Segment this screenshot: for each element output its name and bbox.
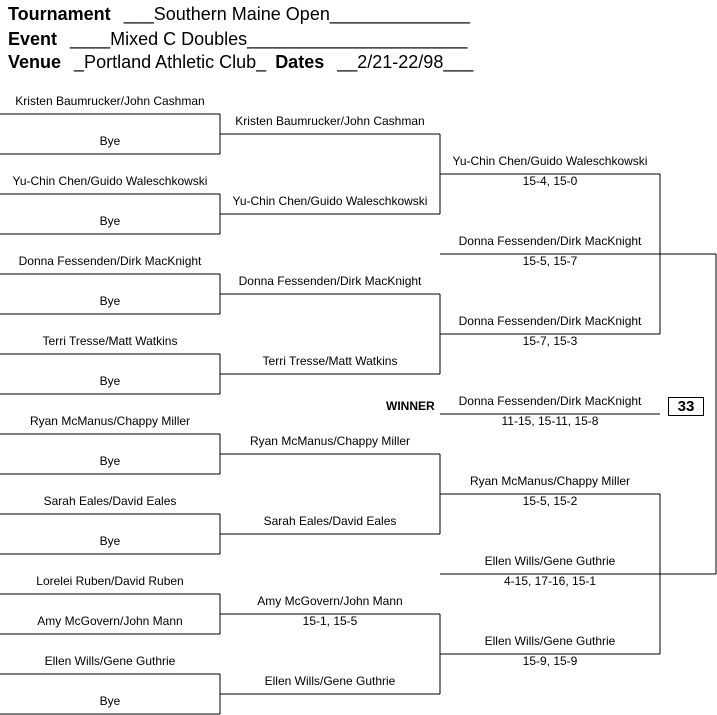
winner-number-box: 33 — [668, 397, 704, 416]
round1-entry: Terri Tresse/Matt Watkins — [42, 334, 178, 348]
round3-entry: Donna Fessenden/Dirk MacKnight — [458, 314, 642, 328]
tournament-label: Tournament — [8, 4, 111, 24]
round1-entry: Bye — [99, 454, 121, 468]
round4-score: 4-15, 17-16, 15-1 — [503, 574, 597, 588]
round3-entry: Ellen Wills/Gene Guthrie — [484, 634, 616, 648]
round1-entry: Bye — [99, 534, 121, 548]
round2-entry: Ellen Wills/Gene Guthrie — [264, 674, 396, 688]
round3-score: 15-5, 15-2 — [522, 494, 578, 508]
event-label: Event — [8, 29, 58, 49]
venue-value: _Portland Athletic Club_ — [74, 52, 267, 72]
round3-entry: Yu-Chin Chen/Guido Waleschkowski — [452, 154, 648, 168]
round4-entry: Donna Fessenden/Dirk MacKnight — [458, 234, 642, 248]
round3-entry: Ryan McManus/Chappy Miller — [469, 474, 631, 488]
winner-label: WINNER — [386, 399, 435, 413]
round1-entry: Amy McGovern/John Mann — [37, 614, 183, 628]
round2-entry: Ryan McManus/Chappy Miller — [249, 434, 411, 448]
round3-score: 15-7, 15-3 — [522, 334, 578, 348]
round1-entry: Bye — [99, 134, 121, 148]
tournament-value: ___Southern Maine Open______________ — [123, 4, 470, 24]
round1-entry: Kristen Baumrucker/John Cashman — [15, 94, 205, 108]
round2-score: 15-1, 15-5 — [302, 614, 358, 628]
dates-value: __2/21-22/98___ — [337, 52, 474, 72]
event-row: Event ____Mixed C Doubles_______________… — [8, 29, 467, 50]
round2-entry: Donna Fessenden/Dirk MacKnight — [238, 274, 422, 288]
round1-entry: Donna Fessenden/Dirk MacKnight — [18, 254, 202, 268]
round1-entry: Bye — [99, 694, 121, 708]
tournament-row: Tournament ___Southern Maine Open_______… — [8, 4, 470, 25]
round1-entry: Lorelei Ruben/David Ruben — [36, 574, 184, 588]
round4-entry: Ellen Wills/Gene Guthrie — [484, 554, 616, 568]
round1-entry: Yu-Chin Chen/Guido Waleschkowski — [12, 174, 208, 188]
event-value: ____Mixed C Doubles_____________________… — [70, 29, 468, 49]
round2-entry: Kristen Baumrucker/John Cashman — [235, 114, 425, 128]
round1-entry: Bye — [99, 294, 121, 308]
round1-entry: Bye — [99, 374, 121, 388]
winner-name: Donna Fessenden/Dirk MacKnight — [458, 394, 642, 408]
round2-entry: Sarah Eales/David Eales — [263, 514, 397, 528]
round3-score: 15-9, 15-9 — [522, 654, 578, 668]
round1-entry: Sarah Eales/David Eales — [43, 494, 177, 508]
round1-entry: Ryan McManus/Chappy Miller — [29, 414, 191, 428]
round2-entry: Terri Tresse/Matt Watkins — [262, 354, 398, 368]
winner-score: 11-15, 15-11, 15-8 — [501, 414, 599, 428]
round3-score: 15-4, 15-0 — [522, 174, 578, 188]
round4-score: 15-5, 15-7 — [522, 254, 578, 268]
round1-entry: Bye — [99, 214, 121, 228]
round1-entry: Ellen Wills/Gene Guthrie — [44, 654, 176, 668]
venue-row: Venue _Portland Athletic Club_ Dates __2… — [8, 52, 473, 73]
venue-label: Venue — [8, 52, 62, 72]
dates-label: Dates — [275, 52, 325, 72]
round2-entry: Yu-Chin Chen/Guido Waleschkowski — [232, 194, 428, 208]
round2-entry: Amy McGovern/John Mann — [257, 594, 403, 608]
